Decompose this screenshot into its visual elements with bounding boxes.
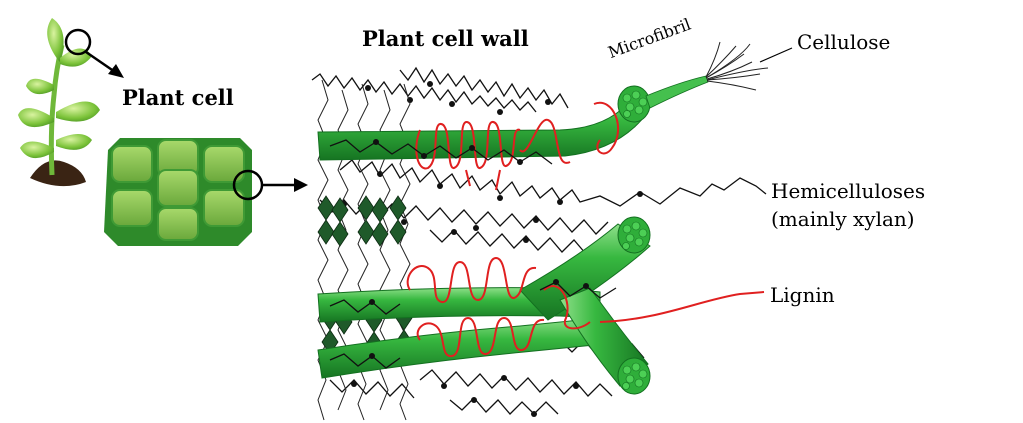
plant-cell-cluster [104,138,308,246]
cellulose-strands [705,41,793,91]
hemicelluloses-sublabel: (mainly xylan) [771,207,915,231]
hemicelluloses-label: Hemicelluloses [771,179,926,203]
seedling-illustration [18,18,100,187]
hemicellulose-overlay-beads [369,139,589,359]
cellulose-fiber-top [317,75,709,161]
crosslink-lattices [317,195,413,357]
lignin-label: Lignin [770,283,835,307]
cellulose-label: Cellulose [797,30,891,54]
magnify-circle-icon [64,28,124,78]
diagram-title: Plant cell wall [362,26,529,51]
plant-cell-label: Plant cell [122,85,234,110]
lignin-spirals [406,101,765,358]
cellulose-fiber-diagonal-down [559,287,651,395]
